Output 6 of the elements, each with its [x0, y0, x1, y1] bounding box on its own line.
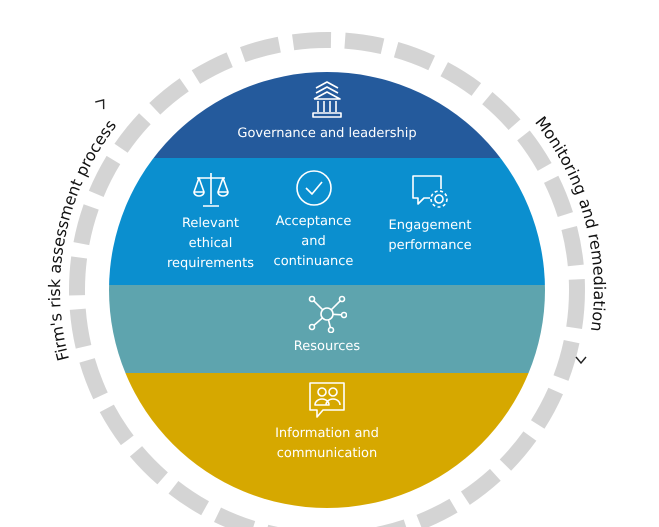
section-label: Acceptance and continuance [272, 213, 354, 271]
section-label: Relevant ethical requirements [166, 215, 255, 273]
section-label: Governance and leadership [237, 125, 417, 143]
section-label: Engagement performance [387, 217, 473, 255]
section-label: Resources [294, 338, 360, 356]
section-label: Information and communication [274, 425, 380, 463]
